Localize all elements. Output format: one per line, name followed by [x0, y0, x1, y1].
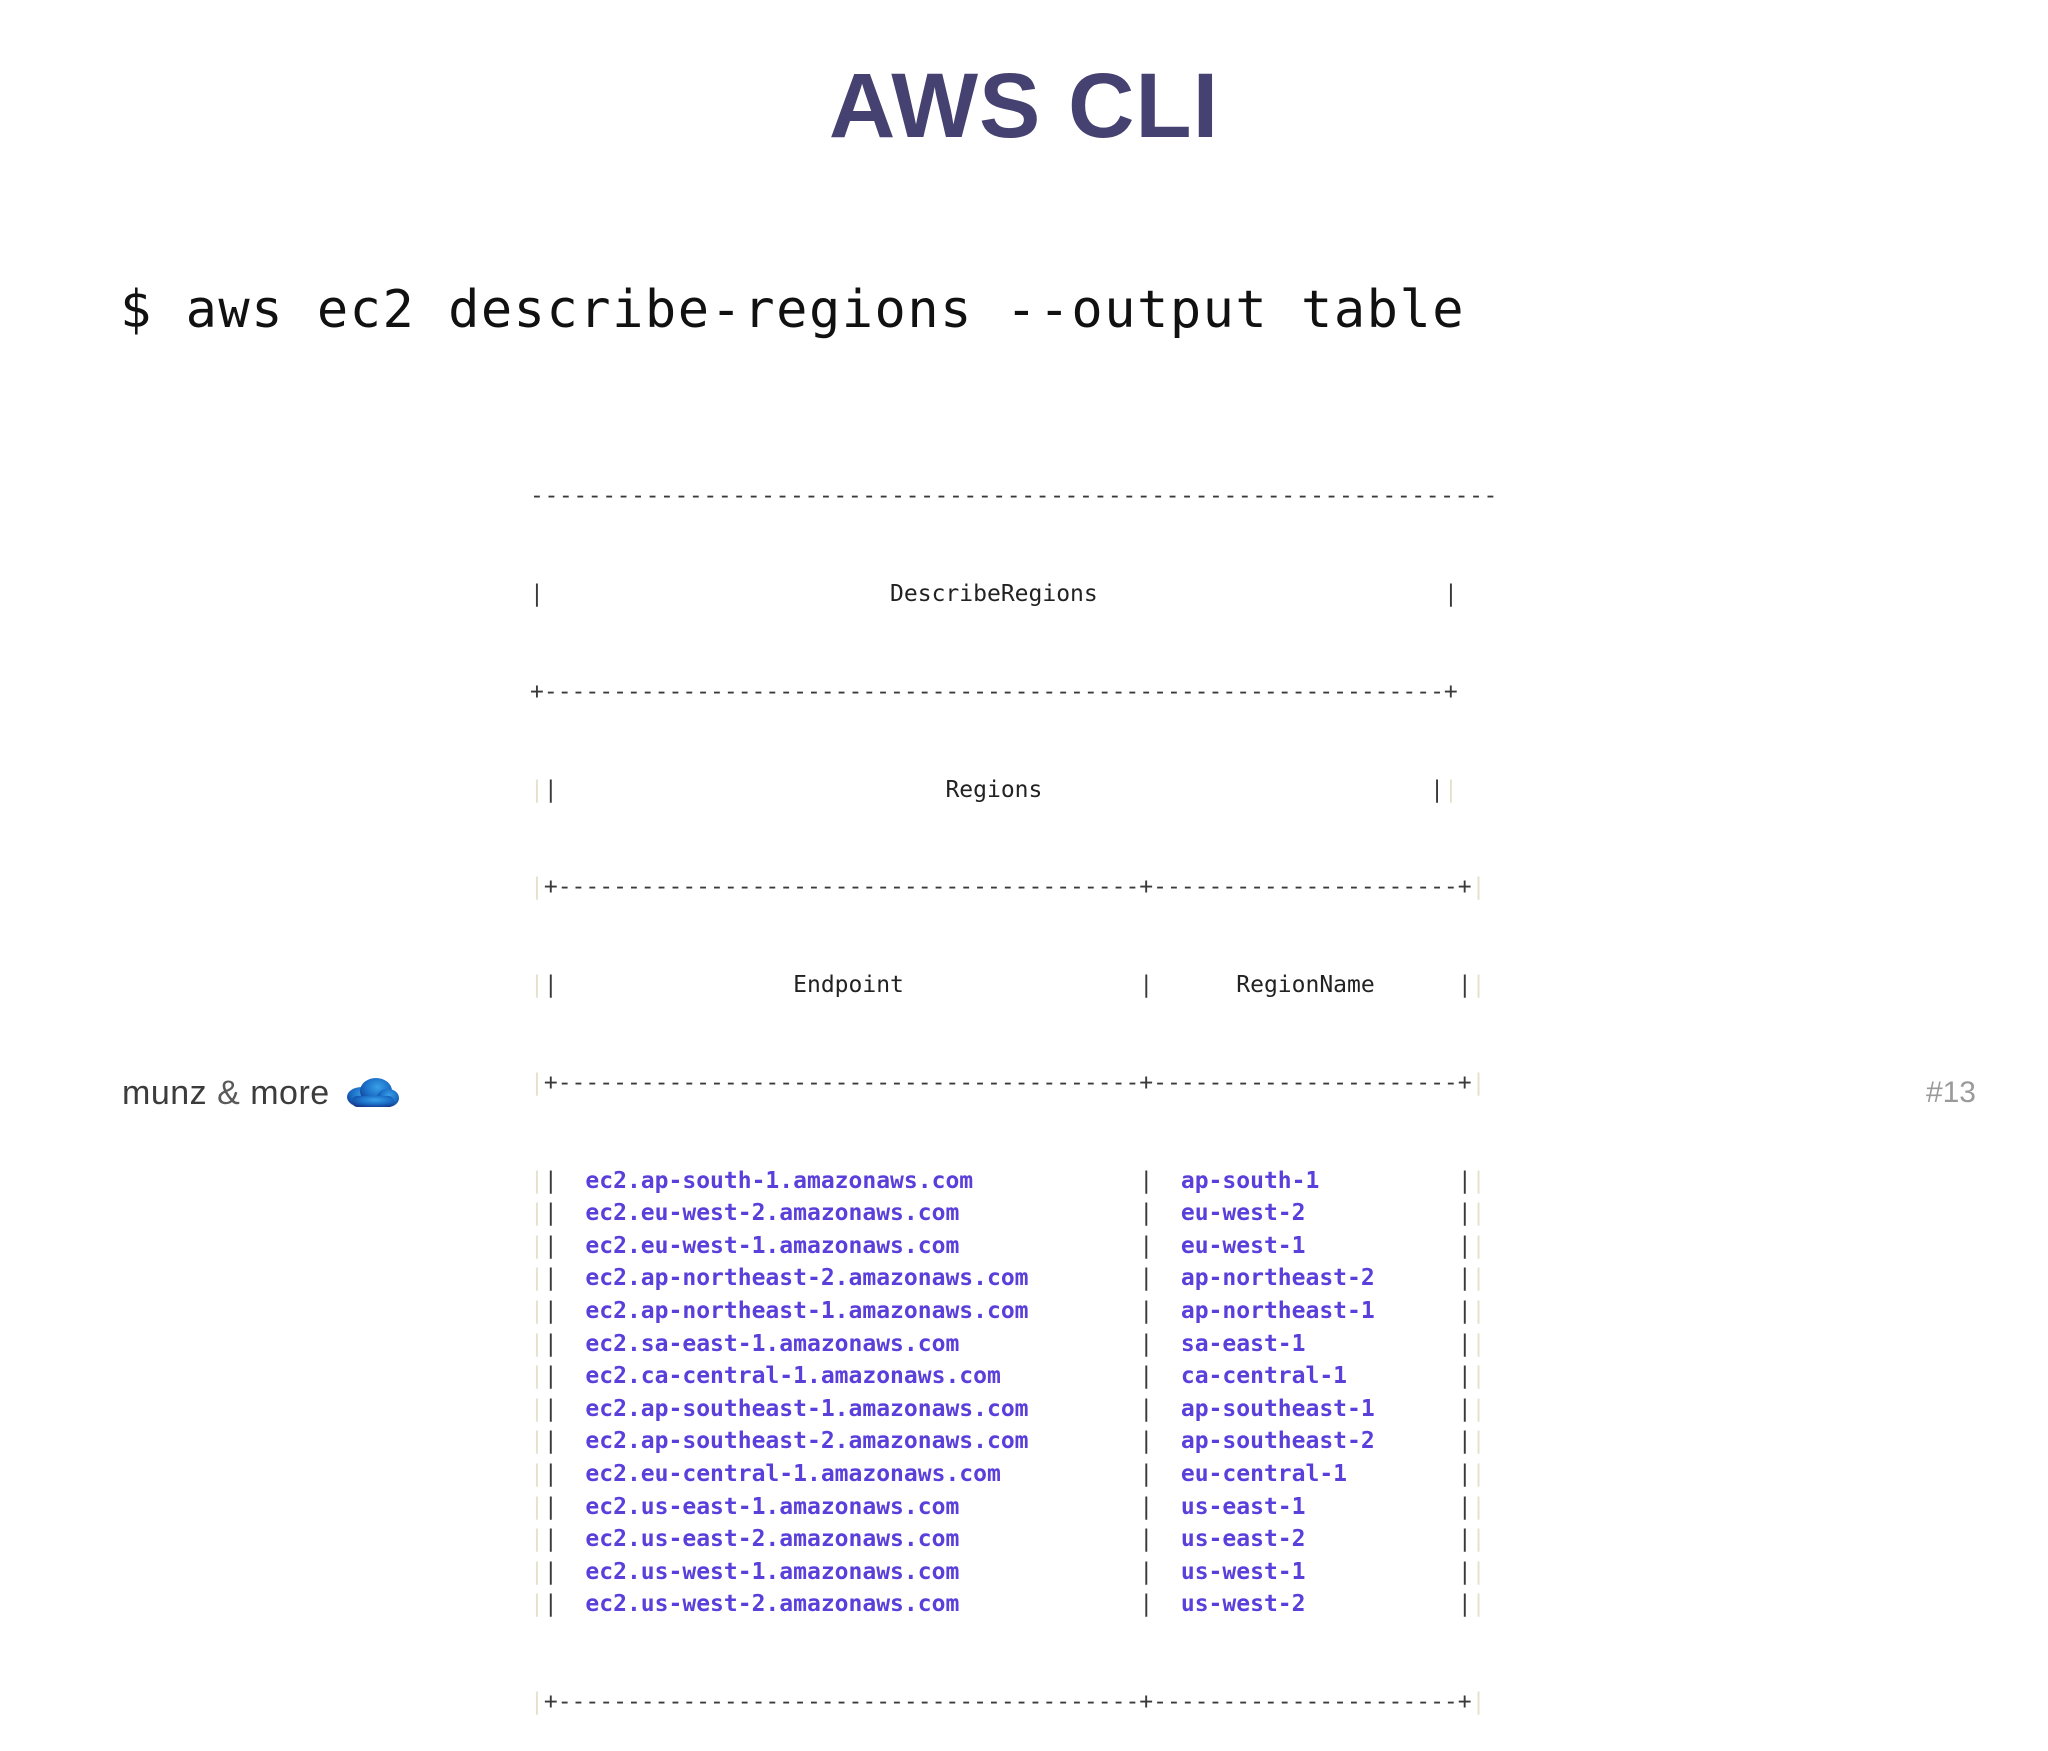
- table-row: || ec2.eu-central-1.amazonaws.com | eu-c…: [530, 1461, 1486, 1487]
- table-row: || ec2.ca-central-1.amazonaws.com | ca-c…: [530, 1363, 1486, 1390]
- brand-prefix: munz: [122, 1074, 208, 1112]
- table-row: || ec2.eu-west-2.amazonaws.com | eu-west…: [530, 1200, 1486, 1227]
- table-section-separator: |+--------------------------------------…: [530, 874, 1486, 901]
- table-row: || ec2.us-west-1.amazonaws.com | us-west…: [530, 1558, 1486, 1585]
- brand-logo: munz & more: [122, 1071, 400, 1116]
- brand-name: munz & more: [122, 1074, 330, 1113]
- table-row: || ec2.ap-southeast-2.amazonaws.com | ap…: [530, 1428, 1486, 1455]
- table-row: || ec2.eu-west-1.amazonaws.com | eu-west…: [530, 1232, 1486, 1259]
- table-title-row: | DescribeRegions |: [530, 580, 1458, 607]
- table-title-separator: +---------------------------------------…: [530, 678, 1458, 705]
- table-header-separator: |+--------------------------------------…: [530, 1069, 1486, 1096]
- table-row: || ec2.us-west-2.amazonaws.com | us-west…: [530, 1591, 1486, 1618]
- table-row: || ec2.sa-east-1.amazonaws.com | sa-east…: [530, 1330, 1486, 1357]
- table-top-border: ----------------------------------------…: [530, 483, 1498, 510]
- terminal-ascii-table: ----------------------------------------…: [530, 415, 1530, 1751]
- table-bottom-border: |+--------------------------------------…: [530, 1689, 1486, 1716]
- table-section-row: || Regions ||: [530, 776, 1458, 803]
- table-body: || ec2.ap-south-1.amazonaws.com | ap-sou…: [530, 1165, 1530, 1621]
- table-row: || ec2.ap-southeast-1.amazonaws.com | ap…: [530, 1395, 1486, 1422]
- brand-ampersand: &: [217, 1074, 241, 1112]
- page-title: AWS CLI: [828, 55, 1220, 157]
- table-row: || ec2.us-east-2.amazonaws.com | us-east…: [530, 1526, 1486, 1553]
- slide-number: #13: [1925, 1076, 1976, 1109]
- table-row: || ec2.ap-south-1.amazonaws.com | ap-sou…: [530, 1167, 1486, 1194]
- cloud-icon: [344, 1071, 400, 1116]
- brand-suffix: more: [250, 1074, 330, 1112]
- table-column-header-row: || Endpoint | RegionName ||: [530, 972, 1486, 999]
- table-row: || ec2.ap-northeast-2.amazonaws.com | ap…: [530, 1265, 1486, 1292]
- cli-command-text: $ aws ec2 describe-regions --output tabl…: [120, 280, 1466, 340]
- table-row: || ec2.ap-northeast-1.amazonaws.com | ap…: [530, 1298, 1486, 1325]
- table-row: || ec2.us-east-1.amazonaws.com | us-east…: [530, 1493, 1486, 1520]
